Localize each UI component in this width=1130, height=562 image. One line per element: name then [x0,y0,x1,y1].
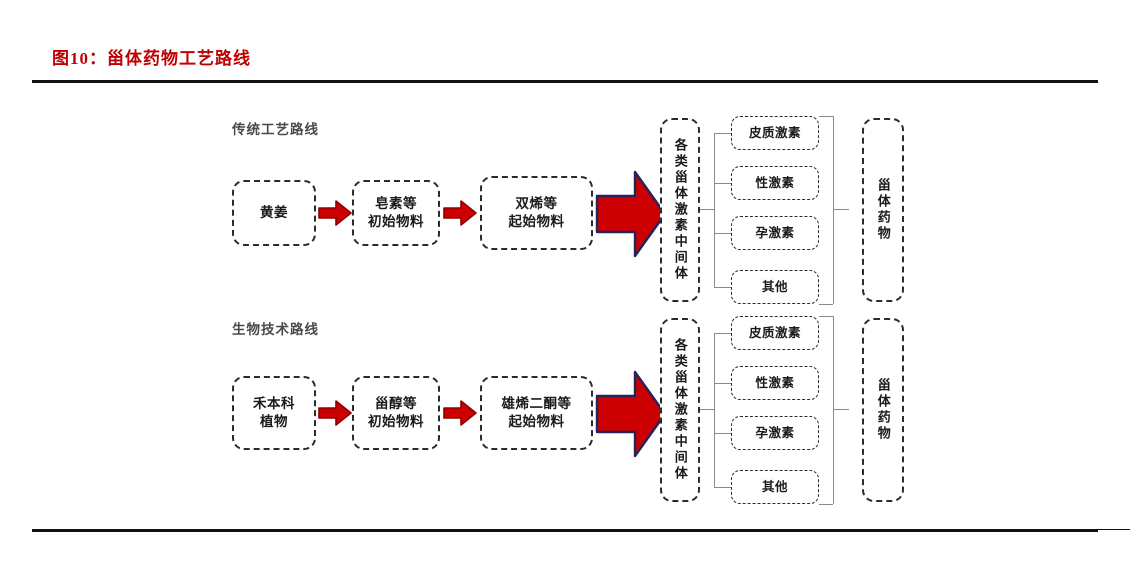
branch-box-sex-hormone-traditional[interactable]: 性激素 [731,166,819,200]
footer-divider [32,529,1130,532]
connector-spine-biotech [714,333,716,487]
arrow-right-icon [443,400,477,426]
stage-line: 甾醇等 [375,395,417,411]
stage-box-starting-material-biotech[interactable]: 雄烯二酮等 起始物料 [480,376,593,450]
intermediate-label: 各类甾体激素中间体 [672,338,688,482]
stage-line: 初始物料 [368,214,424,229]
merge-trunk-biotech [833,409,849,411]
flow-row-traditional: 传统工艺路线 黄姜 皂素等 初始物料 双烯等 起始物料 [0,108,1130,308]
merge-branch-1-biotech [819,316,833,318]
connector-branch-1-biotech [714,333,732,335]
route-label-traditional: 传统工艺路线 [232,122,319,137]
branch-label: 其他 [761,479,788,494]
branch-label: 皮质激素 [748,325,801,340]
stage-line: 皂素等 [375,195,417,211]
connector-branch-2-traditional [714,183,732,185]
branch-label: 孕激素 [755,225,795,240]
product-label: 甾体药物 [875,378,891,442]
branch-label: 其他 [761,279,788,294]
product-box-biotech[interactable]: 甾体药物 [862,318,904,502]
intermediate-box-traditional[interactable]: 各类甾体激素中间体 [660,118,700,302]
stage-line: 禾本科 [253,395,295,411]
branch-box-sex-hormone-biotech[interactable]: 性激素 [731,366,819,400]
stage-line: 起始物料 [508,214,565,229]
branch-label: 孕激素 [755,425,795,440]
stage-box-raw-material-traditional[interactable]: 黄姜 [232,180,316,246]
product-label: 甾体药物 [875,178,891,242]
branch-box-progestogen-biotech[interactable]: 孕激素 [731,416,819,450]
stage-box-raw-material-biotech[interactable]: 禾本科 植物 [232,376,316,450]
branch-box-corticosteroid-traditional[interactable]: 皮质激素 [731,116,819,150]
merge-trunk-traditional [833,209,849,211]
stage-box-starting-material-traditional[interactable]: 双烯等 起始物料 [480,176,593,250]
branch-box-other-traditional[interactable]: 其他 [731,270,819,304]
header-divider [32,80,1098,83]
stage-line: 植物 [260,414,288,429]
branch-box-corticosteroid-biotech[interactable]: 皮质激素 [731,316,819,350]
connector-branch-4-biotech [714,487,732,489]
arrow-right-large-icon [595,170,667,258]
product-box-traditional[interactable]: 甾体药物 [862,118,904,302]
page-title: 图10：甾体药物工艺路线 [52,49,251,68]
connector-branch-3-traditional [714,233,732,235]
merge-branch-1-traditional [819,116,833,118]
branch-box-other-biotech[interactable]: 其他 [731,470,819,504]
stage-box-initial-material-biotech[interactable]: 甾醇等 初始物料 [352,376,440,450]
branch-box-progestogen-traditional[interactable]: 孕激素 [731,216,819,250]
stage-line: 雄烯二酮等 [501,395,572,411]
stage-line: 初始物料 [368,414,424,429]
connector-branch-3-biotech [714,433,732,435]
connector-branch-2-biotech [714,383,732,385]
intermediate-box-biotech[interactable]: 各类甾体激素中间体 [660,318,700,502]
stage-box-initial-material-traditional[interactable]: 皂素等 初始物料 [352,180,440,246]
merge-branch-4-biotech [819,504,833,506]
route-label-biotech: 生物技术路线 [232,322,319,337]
stage-line: 黄姜 [260,204,288,220]
arrow-right-icon [318,200,352,226]
footer-divider-thin [294,529,1130,530]
branch-label: 皮质激素 [748,125,801,140]
merge-branch-4-traditional [819,304,833,306]
connector-branch-1-traditional [714,133,732,135]
arrow-right-icon [318,400,352,426]
arrow-right-icon [443,200,477,226]
stage-line: 双烯等 [515,195,558,211]
connector-trunk-biotech [700,409,714,411]
arrow-right-large-icon [595,370,667,458]
connector-branch-4-traditional [714,287,732,289]
connector-spine-traditional [714,133,716,287]
connector-trunk-traditional [700,209,714,211]
branch-label: 性激素 [755,175,795,190]
flow-row-biotech: 生物技术路线 禾本科 植物 甾醇等 初始物料 雄烯二酮等 起始物料 [0,308,1130,508]
intermediate-label: 各类甾体激素中间体 [672,138,688,282]
branch-label: 性激素 [755,375,795,390]
stage-line: 起始物料 [508,414,565,429]
